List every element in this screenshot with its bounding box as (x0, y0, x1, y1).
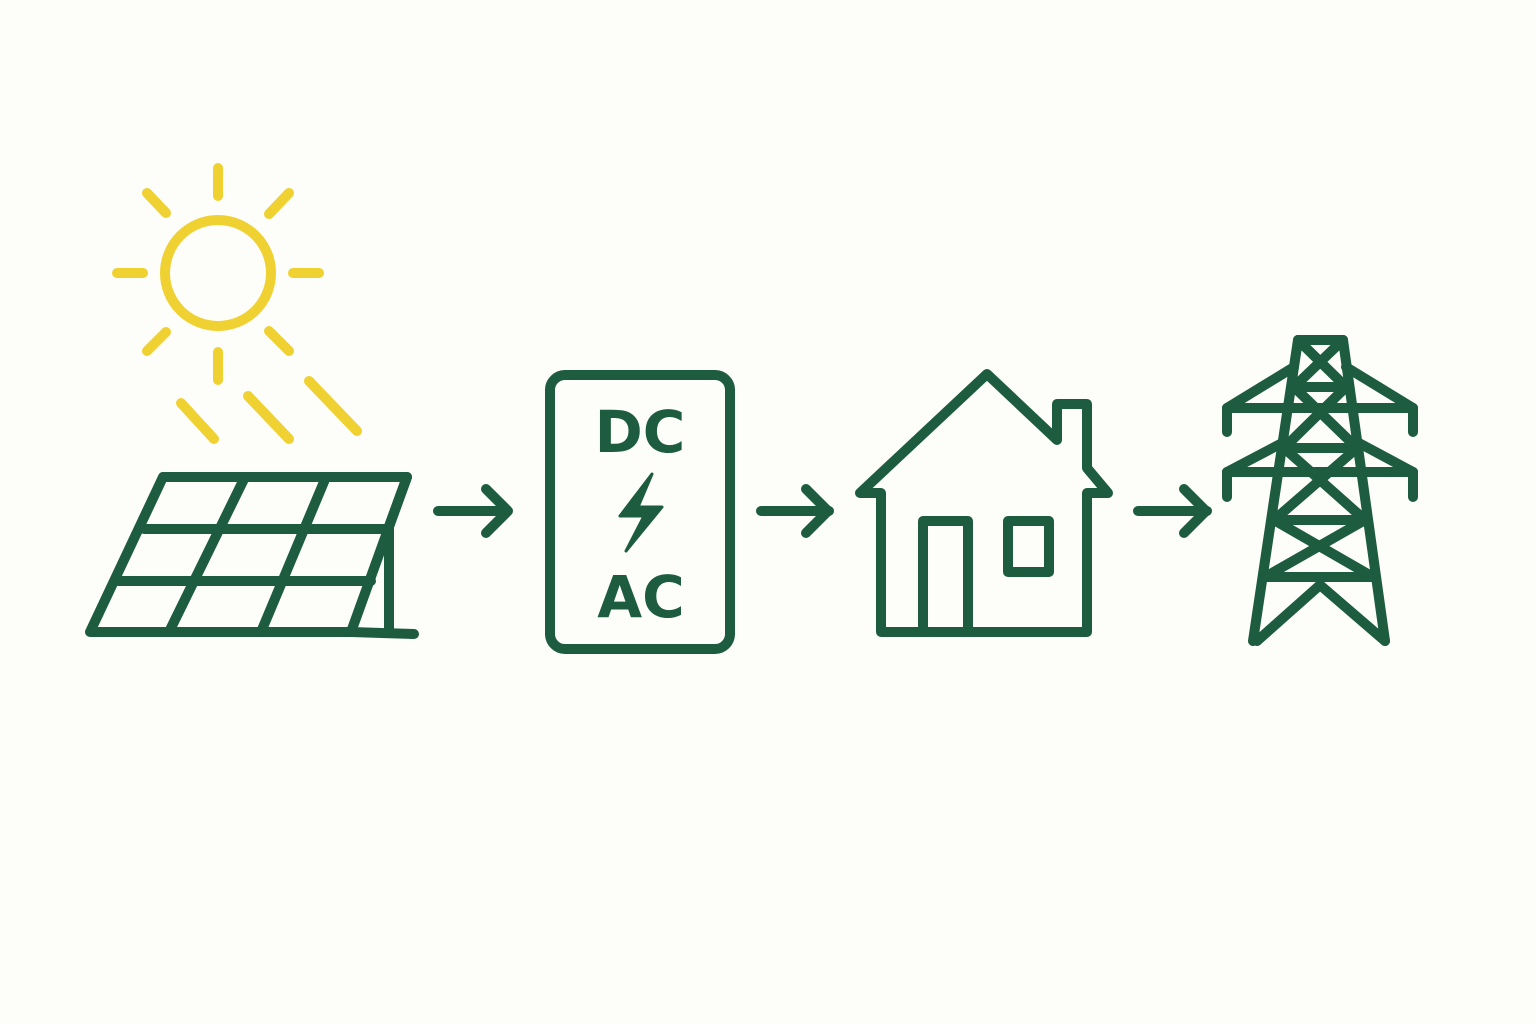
lightning-bolt-icon (618, 472, 664, 553)
transmission-tower-icon (1222, 335, 1418, 646)
arrow-right-icon (756, 484, 834, 538)
inverter-dc-label: DC (595, 398, 686, 466)
house-window (1003, 516, 1054, 577)
house-icon (855, 369, 1113, 637)
solar-panel-icon (85, 472, 419, 639)
arrow-right-icon (433, 484, 513, 538)
house-door (918, 516, 973, 637)
inverter-icon: DC AC (545, 370, 735, 654)
inverter-ac-label: AC (597, 563, 684, 631)
arrow-right-icon (1133, 484, 1212, 538)
sun-icon (112, 163, 362, 444)
